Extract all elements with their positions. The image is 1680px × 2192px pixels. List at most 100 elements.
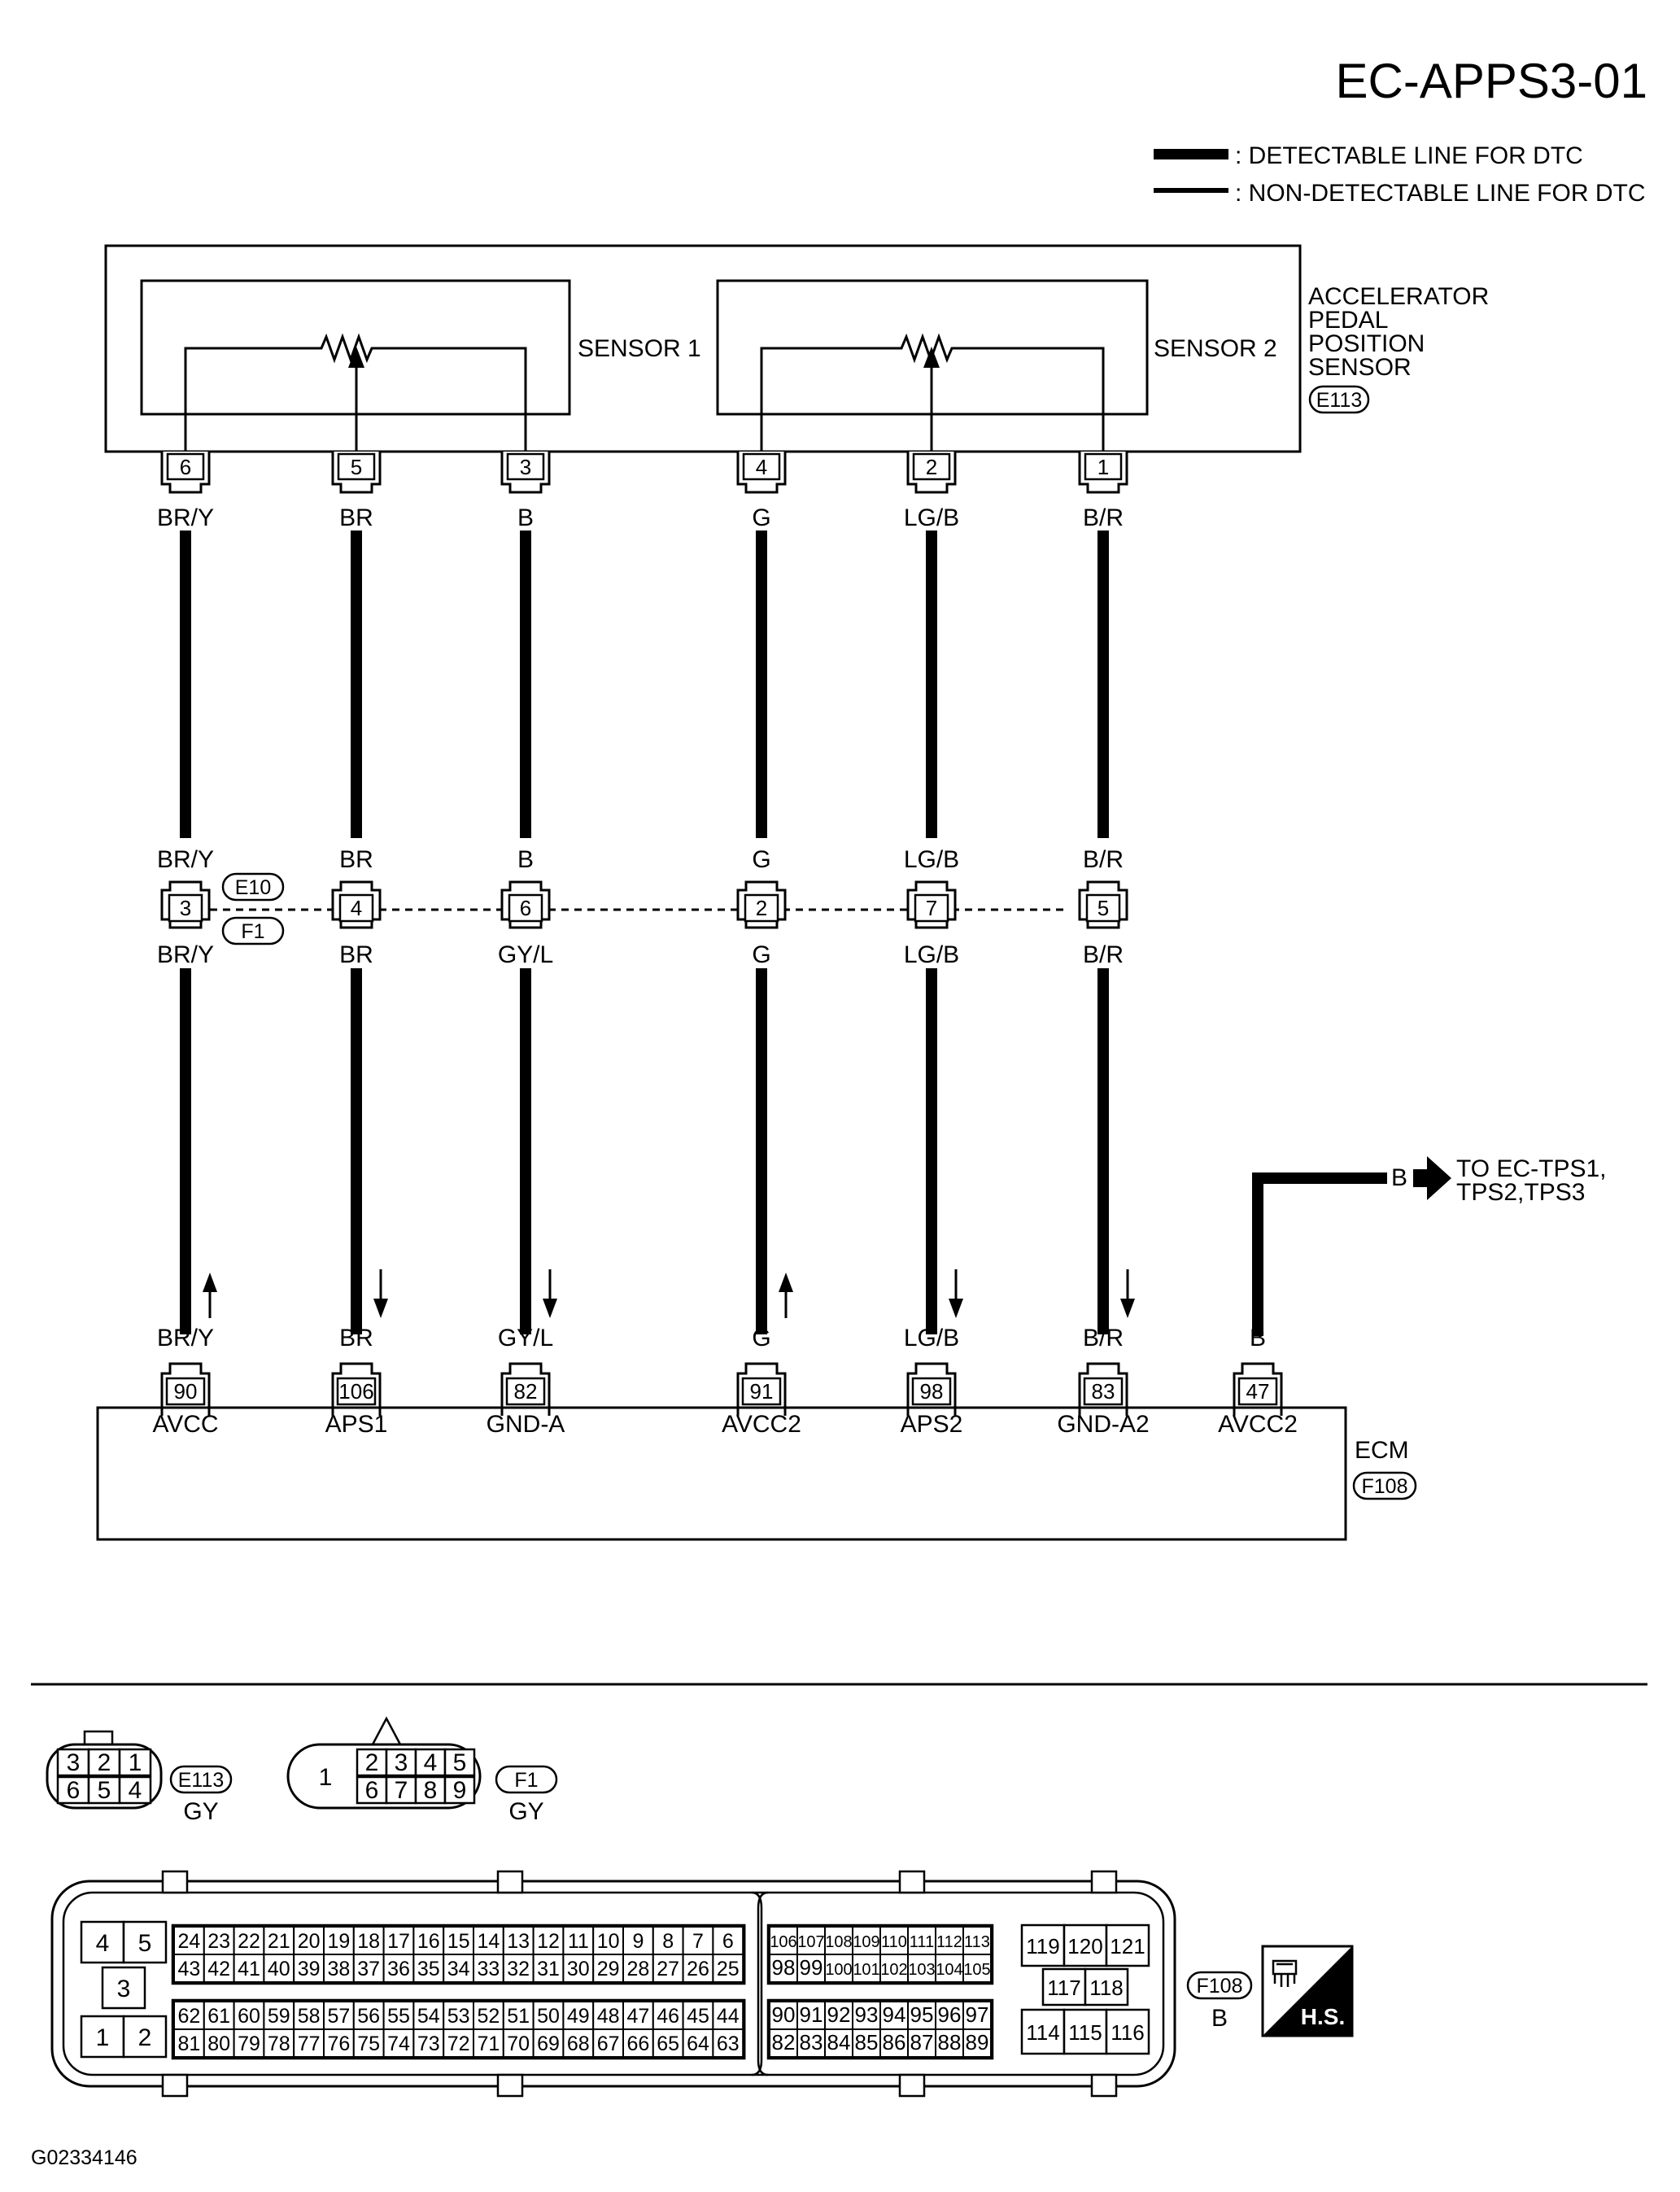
f108-cavity: 14: [477, 1930, 500, 1953]
f108-cavity: 115: [1068, 2020, 1102, 2045]
f108-cavity: 88: [938, 2030, 962, 2054]
legend-detectable-label: : DETECTABLE LINE FOR DTC: [1235, 142, 1583, 169]
wire-group: 6BR/YBR/Y3BR/YBR/Y90AVCC5BRBR4BRBR106APS…: [152, 452, 1150, 1438]
f108-cavity: 45: [687, 2005, 709, 2028]
f108-cavity: 64: [687, 2033, 709, 2055]
e113-cavity: 2: [98, 1749, 111, 1776]
f108-cavity: 2: [138, 2024, 152, 2051]
f108-cavity: 32: [507, 1958, 530, 1980]
f108-cavity: 36: [387, 1958, 410, 1980]
sensor-name-line-3: POSITION: [1308, 330, 1425, 357]
f108-cavity: 60: [238, 2005, 260, 2028]
signal-down-arrow-icon: [949, 1299, 963, 1318]
joint-connector-e10-id: E10: [235, 876, 271, 899]
ecm-pin-number: 106: [338, 1379, 373, 1404]
extra-wire-ecm-color: B: [1250, 1325, 1266, 1351]
wire-color-ecm: BR/Y: [157, 1325, 214, 1351]
f108-cavity: 84: [827, 2030, 851, 2054]
joint-connector-f1-id: F1: [241, 920, 264, 943]
f108-cavity: 26: [687, 1958, 709, 1980]
joint-pin-number: 2: [756, 896, 767, 920]
sensor-name-line-1: ACCELERATOR: [1308, 283, 1489, 310]
f108-cavity: 79: [238, 2033, 260, 2055]
f108-cavity: 93: [855, 2002, 879, 2027]
legend-non-detectable-swatch: [1154, 188, 1228, 193]
accelerator-pedal-position-sensor: [104, 244, 1302, 453]
wire-color-ecm: G: [752, 1325, 770, 1351]
f108-cavity: 117: [1047, 1976, 1080, 2000]
f108-cavity: 80: [207, 2033, 230, 2055]
f108-cavity: 54: [417, 2005, 440, 2028]
f108-cavity: 6: [722, 1930, 734, 1953]
ecm-terminal-label: APS1: [325, 1411, 388, 1438]
f108-cavity: 27: [657, 1958, 679, 1980]
sensor-connector-id: E113: [1316, 389, 1363, 412]
f108-cavity: 104: [936, 1961, 962, 1979]
f108-cavity: 86: [883, 2030, 906, 2054]
f108-cavity: 53: [447, 2005, 470, 2028]
f108-cavity: 28: [626, 1958, 649, 1980]
ecm-pin-number: 98: [920, 1379, 944, 1404]
f108-cavity: 70: [507, 2033, 530, 2055]
f1-cavity: 9: [453, 1777, 467, 1804]
f108-cavity: 74: [387, 2033, 410, 2055]
signal-up-arrow-icon: [203, 1273, 217, 1292]
f108-cavity: 63: [717, 2033, 740, 2055]
ecm-pin-number: 83: [1092, 1379, 1115, 1404]
f1-cavity: 8: [424, 1777, 438, 1804]
ecm-pin-number: 91: [750, 1379, 774, 1404]
f108-cavity: 59: [268, 2005, 290, 2028]
e113-view-id: E113: [178, 1769, 225, 1792]
sensor-connector-badge: [1308, 385, 1370, 414]
f108-cavity: 65: [657, 2033, 679, 2055]
f108-view-badge: [1186, 1971, 1253, 2000]
wire-color-joint-top: G: [752, 846, 770, 873]
f108-cavity: 12: [537, 1930, 560, 1953]
f108-cavity: 68: [567, 2033, 590, 2055]
f108-cavity: 34: [447, 1958, 470, 1980]
sensor-pin-number: 5: [351, 455, 362, 479]
ecm-label: ECM: [1355, 1437, 1409, 1464]
f108-view-color: B: [1211, 2005, 1228, 2032]
f108-cavity: 44: [717, 2005, 740, 2028]
ecm-terminal-label-avcc2-extra: AVCC2: [1218, 1411, 1298, 1438]
f108-cavity: 99: [800, 1955, 823, 1980]
f108-cavity: 120: [1067, 1934, 1102, 1958]
wire-color-joint-bottom: G: [752, 941, 770, 968]
wire-color-joint-bottom: B/R: [1083, 941, 1124, 968]
f108-cavity: 97: [966, 2002, 989, 2027]
f108-cavity: 85: [855, 2030, 879, 2054]
wire-color-joint-bottom: BR/Y: [157, 941, 214, 968]
f108-cavity: 62: [177, 2005, 200, 2028]
f108-cavity: 102: [880, 1961, 907, 1979]
wire-color-joint-top: BR: [339, 846, 373, 873]
f108-cavity: 92: [827, 2002, 851, 2027]
e113-view-color: GY: [183, 1798, 218, 1825]
sensor-1-internal-wiring: [184, 333, 527, 460]
f1-view-badge: [495, 1765, 558, 1794]
sensor-name-line-2: PEDAL: [1308, 307, 1388, 334]
f108-cavity: 112: [936, 1933, 962, 1951]
f108-cavity: 75: [357, 2033, 380, 2055]
wire-color-top: BR: [339, 504, 373, 531]
f108-cavity: 37: [357, 1958, 380, 1980]
f108-cavity: 43: [177, 1958, 200, 1980]
f108-cavity: 57: [327, 2005, 350, 2028]
e113-view-badge: [169, 1765, 233, 1794]
f108-cavity: 78: [268, 2033, 290, 2055]
sensor-2-internal-wiring: [760, 333, 1105, 460]
sensor-1-wiper-arrow-icon: [348, 347, 364, 368]
f108-cavity: 66: [626, 2033, 649, 2055]
wire-color-top: B/R: [1083, 504, 1124, 531]
f108-cavity: 20: [298, 1930, 321, 1953]
hand-icon: [1272, 1959, 1298, 1987]
f108-cavity: 22: [238, 1930, 260, 1953]
f108-cavity: 98: [772, 1955, 796, 1980]
ecm-pin-number: 82: [514, 1379, 538, 1404]
f108-cavity: 42: [207, 1958, 230, 1980]
f108-cavity: 94: [883, 2002, 906, 2027]
sensor-pin-number: 6: [180, 455, 191, 479]
